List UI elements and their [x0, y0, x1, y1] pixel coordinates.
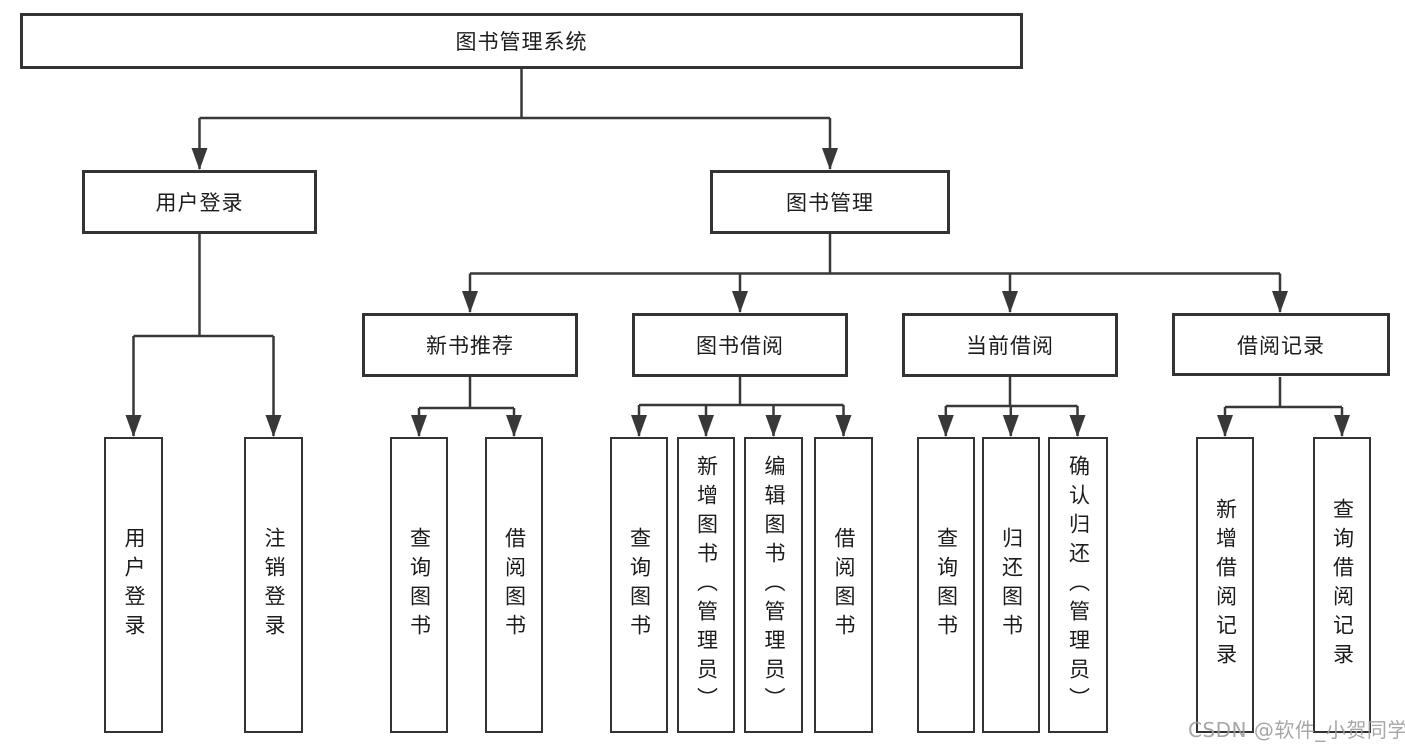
node-current-borrowing: 当前借阅: [902, 313, 1118, 377]
leaf-add-books-admin: 新增图书（管理员）: [677, 437, 735, 733]
node-label: 新书推荐: [426, 334, 514, 358]
node-book-borrowing: 图书借阅: [632, 313, 848, 377]
leaf-label: 编辑图书（管理员）: [762, 454, 786, 716]
leaf-user-login: 用户登录: [104, 437, 163, 733]
node-label: 图书借阅: [696, 334, 784, 358]
leaf-label: 新增图书（管理员）: [694, 454, 719, 716]
leaf-query-borrow-record: 查询借阅记录: [1313, 437, 1371, 733]
leaf-label: 查询借阅记录: [1330, 498, 1355, 672]
leaf-edit-books-admin: 编辑图书（管理员）: [744, 437, 803, 733]
leaf-label: 查询图书: [407, 527, 432, 643]
leaf-query-books-2: 查询图书: [610, 437, 668, 733]
node-label: 用户登录: [155, 191, 244, 215]
leaf-label: 用户登录: [122, 527, 146, 643]
node-label: 借阅记录: [1237, 333, 1325, 358]
leaf-logout: 注销登录: [244, 437, 303, 733]
node-library-system: 图书管理系统: [20, 13, 1023, 69]
leaf-label: 借阅图书: [832, 527, 856, 643]
leaf-label: 借阅图书: [502, 527, 527, 643]
node-label: 图书管理: [786, 191, 874, 215]
leaf-query-books-3: 查询图书: [917, 437, 975, 733]
leaf-label: 归还图书: [999, 527, 1024, 643]
leaf-confirm-return-admin: 确认归还（管理员）: [1048, 437, 1108, 733]
node-book-management: 图书管理: [710, 170, 950, 234]
leaf-query-books-1: 查询图书: [390, 437, 448, 733]
node-label: 图书管理系统: [455, 30, 588, 54]
leaf-label: 查询图书: [627, 527, 652, 643]
csdn-watermark: CSDN @软件_小贺同学: [1188, 718, 1405, 742]
leaf-label: 注销登录: [262, 527, 286, 643]
leaf-borrow-books-2: 借阅图书: [814, 437, 873, 733]
leaf-label: 查询图书: [934, 527, 959, 643]
leaf-return-books: 归还图书: [982, 437, 1040, 733]
leaf-borrow-books-1: 借阅图书: [485, 437, 543, 733]
node-borrow-records: 借阅记录: [1172, 313, 1390, 376]
leaf-add-borrow-record: 新增借阅记录: [1196, 437, 1254, 733]
node-new-book-recommend: 新书推荐: [362, 313, 578, 377]
leaf-label: 确认归还（管理员）: [1066, 454, 1091, 716]
node-user-login: 用户登录: [82, 170, 317, 234]
node-label: 当前借阅: [966, 334, 1054, 358]
leaf-label: 新增借阅记录: [1213, 498, 1238, 672]
